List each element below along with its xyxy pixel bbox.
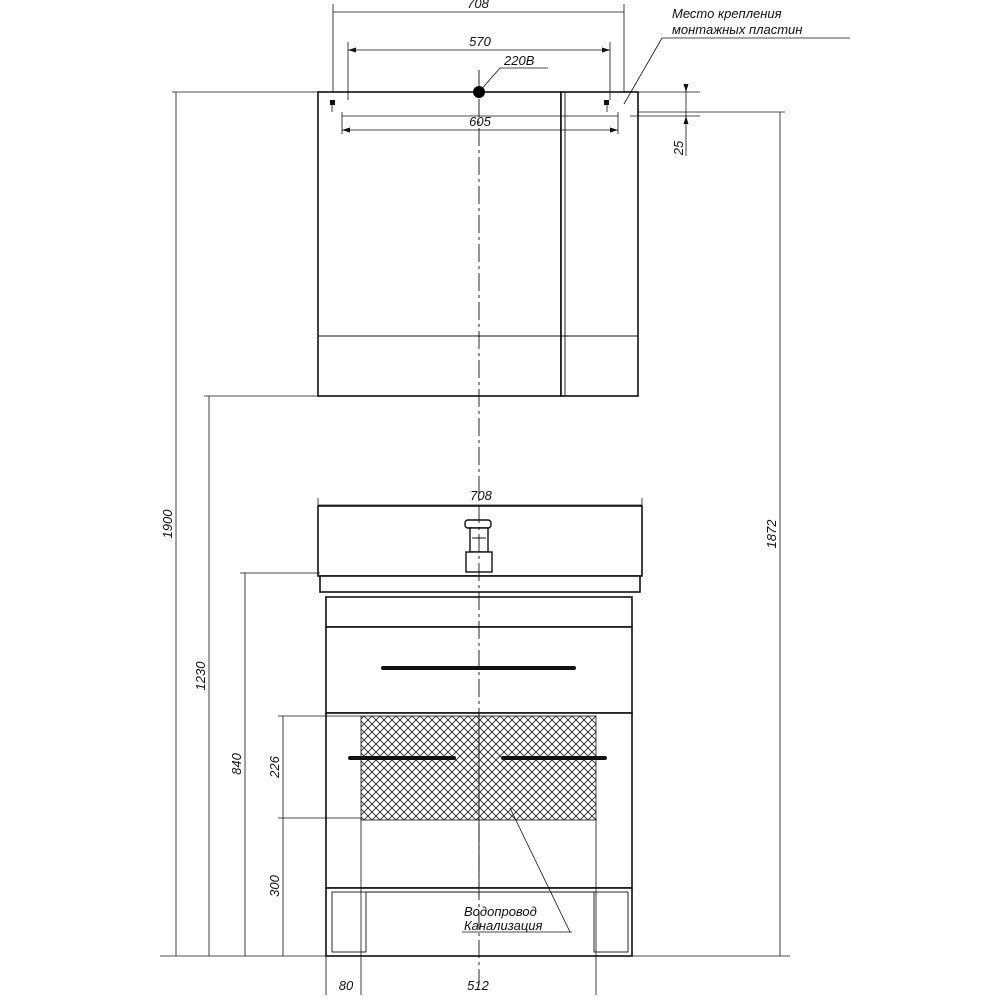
dim-mirror-bottom-height: 1872 <box>638 111 785 956</box>
dim-water-zone-height: 226 <box>267 715 361 819</box>
dim-label: 1230 <box>193 661 208 691</box>
dim-mirror-bottom-from-floor: 1230 <box>193 395 318 956</box>
power-outlet-callout: 220В <box>478 53 548 93</box>
leader-line <box>623 37 663 105</box>
mirror-left-section <box>317 91 562 397</box>
arrow-top <box>683 84 689 92</box>
dim-plate-distance: 570 <box>347 34 611 100</box>
arrow-right <box>602 47 610 53</box>
dim-mirror-hole-distance: 605 <box>341 112 619 134</box>
dim-label: 1900 <box>160 509 175 539</box>
dim-label: 1872 <box>764 519 779 549</box>
mounting-plate-left-mark <box>330 100 335 105</box>
dim-label: 570 <box>469 34 491 49</box>
mirror-cabinet <box>317 86 639 397</box>
arrow-left <box>348 47 356 53</box>
dim-label: 708 <box>467 0 489 11</box>
mirror-right-section <box>560 91 639 397</box>
plinth-left-leg <box>331 891 367 953</box>
mounting-note-line2: монтажных пластин <box>672 22 802 37</box>
sewerage-label: Канализация <box>464 918 542 933</box>
mounting-note: Место крепления монтажных пластин <box>623 6 850 105</box>
water-supply-label: Водопровод <box>464 904 537 919</box>
arrow-left <box>342 127 350 133</box>
dim-basin-width: 708 <box>317 488 643 520</box>
water-zone-hatch <box>360 715 597 821</box>
dim-mirror-top-width: 708 <box>332 0 625 92</box>
leader-line <box>478 67 501 93</box>
dim-basin-height: 840 <box>229 572 320 956</box>
basin-rim <box>319 575 641 593</box>
dim-water-zone-bottom: 300 <box>267 818 284 956</box>
dim-label: 226 <box>267 755 282 778</box>
dim-label: 840 <box>229 752 244 774</box>
dim-label: 605 <box>469 114 491 129</box>
plinth-right-leg <box>593 891 629 953</box>
dim-pipe-width: 512 <box>467 818 597 995</box>
utilities-callout: Водопровод Канализация <box>462 807 572 933</box>
arrow-bottom <box>683 116 689 124</box>
power-outlet-label: 220В <box>503 53 535 68</box>
leader-line <box>509 807 571 933</box>
dim-label: 300 <box>267 874 282 896</box>
arrow-right <box>610 127 618 133</box>
dim-total-height: 1900 <box>160 91 318 956</box>
dim-label: 25 <box>671 140 686 156</box>
dim-label: 512 <box>467 978 489 993</box>
dim-label: 708 <box>470 488 492 503</box>
mounting-note-line1: Место крепления <box>672 6 782 21</box>
dim-plate-offset: 25 <box>630 84 700 156</box>
mounting-plate-right-mark <box>604 100 609 105</box>
vanity-unit <box>317 505 643 957</box>
dim-pipe-offset: 80 <box>325 818 362 995</box>
dim-label: 80 <box>339 978 354 993</box>
